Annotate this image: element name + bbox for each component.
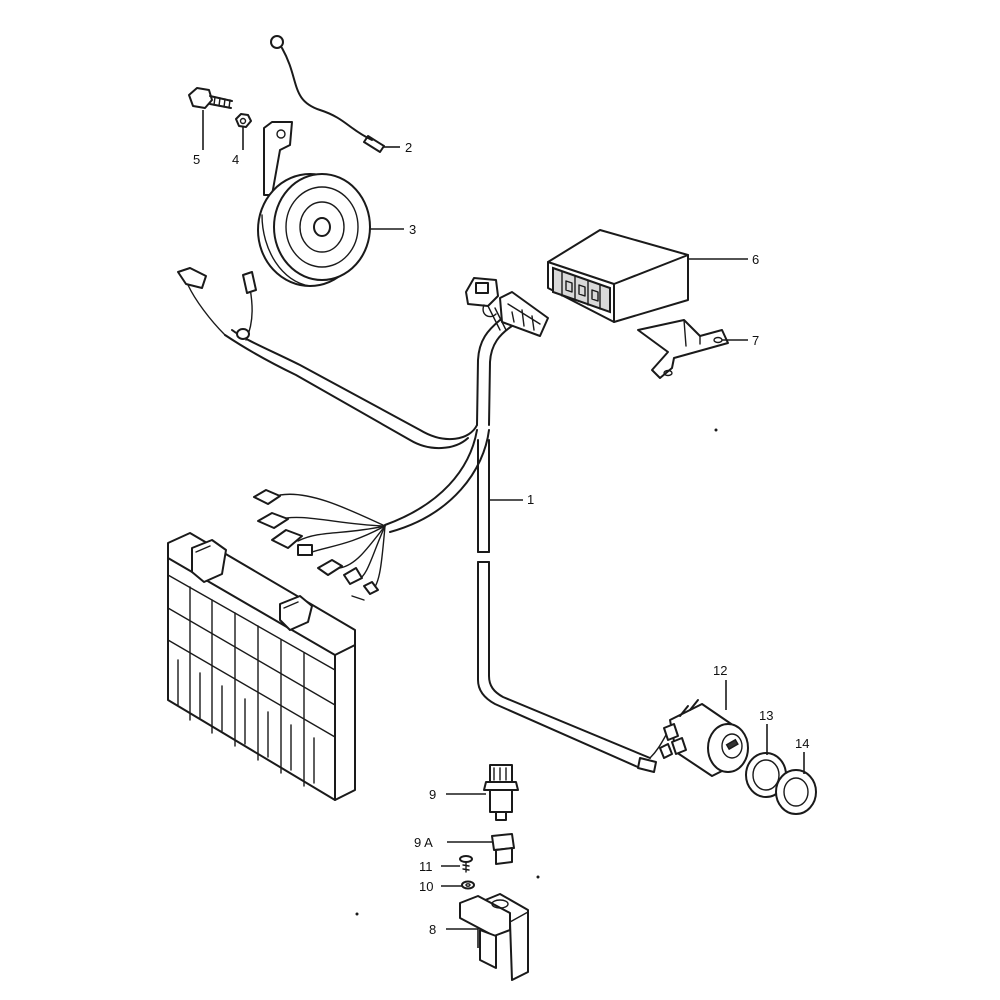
callout-13: 13	[759, 708, 773, 723]
screw-part	[459, 855, 473, 873]
callout-2: 2	[405, 140, 412, 155]
callout-3: 3	[409, 222, 416, 237]
callout-9: 9	[429, 787, 436, 802]
leader-lines	[202, 110, 805, 948]
bolt-part	[188, 87, 233, 109]
speck	[536, 875, 540, 879]
callout-8: 8	[429, 922, 436, 937]
callout-9a: 9 A	[414, 835, 433, 850]
control-unit-part	[547, 229, 689, 323]
callout-6: 6	[752, 252, 759, 267]
callout-10: 10	[419, 879, 433, 894]
wiring-harness-part	[177, 267, 673, 773]
horn-part	[257, 121, 371, 287]
ground-strap-part	[270, 35, 385, 153]
callout-1: 1	[527, 492, 534, 507]
speck	[355, 912, 359, 916]
mounting-bracket-part	[637, 319, 729, 379]
callout-5: 5	[193, 152, 200, 167]
ring-nut-part	[775, 769, 817, 815]
callout-4: 4	[232, 152, 239, 167]
callout-7: 7	[752, 333, 759, 348]
nut-part	[235, 113, 252, 128]
callout-14: 14	[795, 736, 809, 751]
speck	[714, 428, 718, 432]
callout-labels: 1 2 3 4 5 6 7 8 9 9 A 10 11 12 13 14	[193, 140, 809, 937]
ignition-switch-part	[663, 699, 749, 777]
switch-part	[483, 764, 519, 821]
switch-bracket-part	[459, 893, 529, 981]
fuse-box	[167, 532, 356, 801]
switch-element-part	[491, 833, 515, 865]
callout-12: 12	[713, 663, 727, 678]
washer-part	[461, 880, 475, 890]
callout-11: 11	[419, 859, 433, 874]
